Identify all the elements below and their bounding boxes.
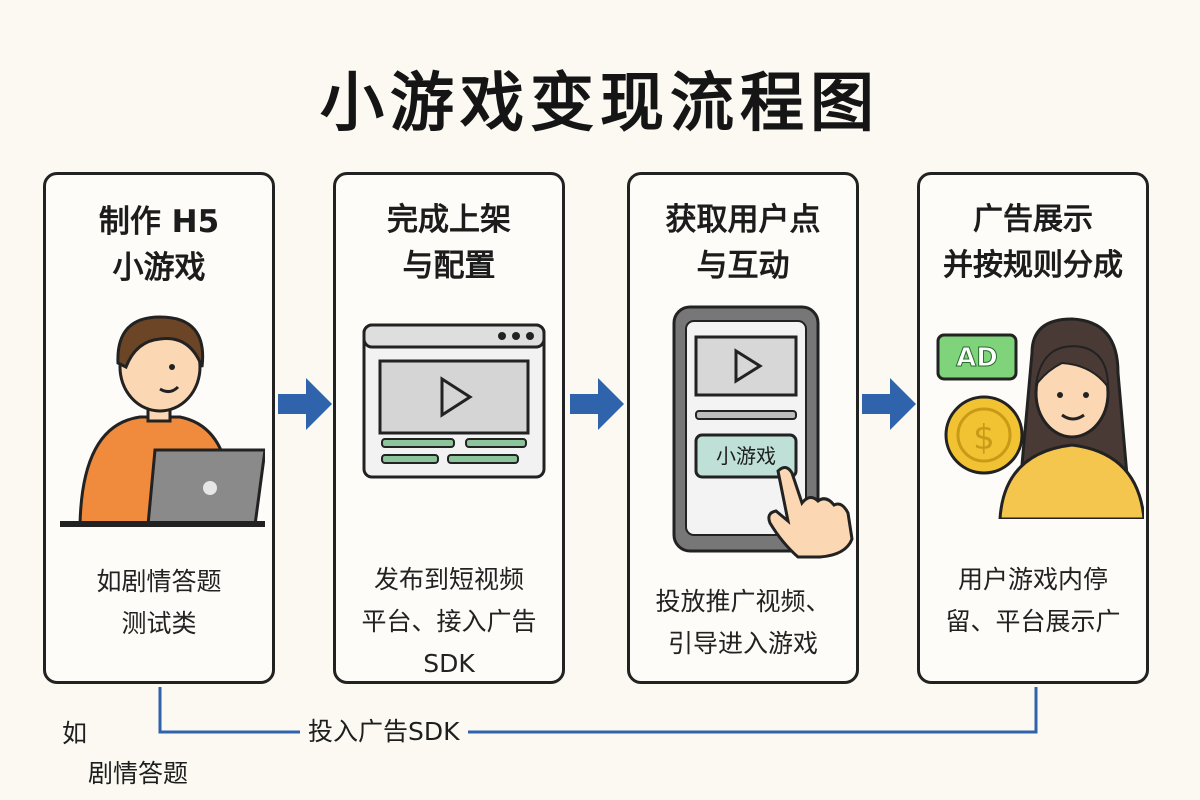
step-4-title-line1: 广告展示 [973,202,1093,237]
step-4-title-line2: 并按规则分成 [943,248,1123,283]
ad-badge [936,333,1018,381]
mini-game-button-label: 小游戏 [716,444,776,468]
step-1-desc-line1: 如剧情答题 [96,567,222,596]
step-1-title-line2: 小游戏 [112,250,206,286]
step-4-desc-line1: 用户游戏内停 [957,565,1108,594]
step-2-desc-line3: SDK [423,649,475,678]
step-2-title-line2: 与配置 [402,248,496,284]
play-icon [440,376,473,418]
step-3-title-line1: 获取用户点 [665,202,821,238]
coin-symbol: $ [973,418,995,458]
step-card-make-game: 制作 H5 小游戏 如剧情答题 测试类 [43,172,275,684]
step-3-title: 获取用户点 与互动 [630,197,856,289]
step-4-desc-line2: 留、平台展示广 [945,607,1121,636]
step-2-desc-line2: 平台、接入广告 [361,607,537,636]
mini-game-button [694,433,798,479]
step-card-acquire-users: 获取用户点 与互动 小游戏 投放推广视频、 引导进入游戏 [627,172,859,684]
flow-arrow-3-icon [862,378,916,430]
step-card-publish: 完成上架 与配置 发布到短视频 平台、接入广告 SDK [333,172,565,684]
step-3-title-line2: 与互动 [696,248,790,284]
step-3-desc: 投放推广视频、 引导进入游戏 [630,581,856,665]
step-card-ad-revenue: 广告展示 并按规则分成 AD $ 用户游戏内停 留、平台展示广 [917,172,1149,684]
ad-badge-label: AD [956,343,998,373]
bottom-connector-label: 投入广告SDK [300,712,468,748]
step-3-desc-line2: 引导进入游戏 [667,629,818,658]
step-2-title: 完成上架 与配置 [336,197,562,289]
developer-laptop-illustration [60,315,265,527]
step-3-desc-line1: 投放推广视频、 [655,587,831,616]
side-note-line2: 剧情答题 [88,759,189,788]
step-1-desc-line2: 测试类 [121,609,197,638]
diagram-title: 小游戏变现流程图 [320,67,880,141]
woman-ad-coin-illustration: AD $ [936,317,1144,519]
video-page-window-illustration [362,323,546,479]
phone-tap-illustration: 小游戏 [672,305,854,559]
pointing-hand-icon [767,466,854,559]
step-1-title-line1: 制作 H5 [98,204,220,240]
step-2-desc: 发布到短视频 平台、接入广告 SDK [336,559,562,685]
step-1-title: 制作 H5 小游戏 [46,199,272,291]
step-2-title-line1: 完成上架 [387,202,511,238]
step-2-desc-line1: 发布到短视频 [373,565,524,594]
flow-arrow-2-icon [570,378,624,430]
play-icon [734,348,763,384]
step-1-desc: 如剧情答题 测试类 [46,561,272,645]
step-4-desc: 用户游戏内停 留、平台展示广 [920,559,1146,643]
flow-arrow-1-icon [278,378,332,430]
side-note-line1: 如 [62,719,88,748]
step-4-title: 广告展示 并按规则分成 [920,197,1146,289]
